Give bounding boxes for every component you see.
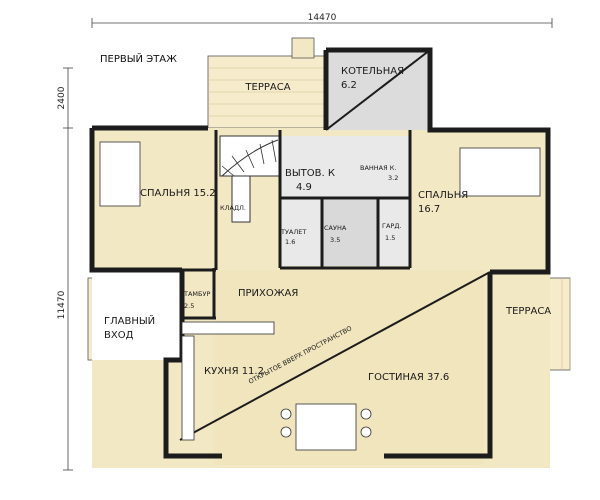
bed-left <box>99 141 141 207</box>
utility-label: ВЫТОВ. К <box>285 168 335 179</box>
sauna-label: САУНА <box>324 224 347 232</box>
dimension-top-label: 14470 <box>308 13 337 23</box>
bedroom-right-area: 16.7 <box>418 204 440 215</box>
boiler-area: 6.2 <box>341 80 357 91</box>
hall-label: ПРИХОЖАЯ <box>238 288 298 299</box>
utility-area: 4.9 <box>296 182 312 193</box>
wardrobe-label: ГАРД. <box>382 222 401 230</box>
dimension-left-upper-label: 2400 <box>57 86 67 109</box>
toilet-area: 1.6 <box>285 238 295 246</box>
interior-walls <box>92 130 412 320</box>
bedroom-left-label: СПАЛЬНЯ 15.2 <box>140 188 216 199</box>
storage-label: КЛАДЛ. <box>220 204 246 212</box>
bedroom-right-label: СПАЛЬНЯ <box>418 190 468 201</box>
plan-title: ПЕРВЫЙ ЭТАЖ <box>100 52 177 65</box>
bath-area: 3.2 <box>388 174 398 182</box>
main-entrance-label-1: ГЛАВНЫЙ <box>104 314 155 327</box>
tambour-area: 2.5 <box>184 302 194 310</box>
dimension-top: 14470 <box>91 13 553 28</box>
sauna-area: 3.5 <box>330 236 340 244</box>
terrace-top-label: ТЕРРАСА <box>244 82 290 93</box>
dimension-left-lower-label: 11470 <box>57 290 67 319</box>
dining-chairs <box>280 408 372 438</box>
living-label: ГОСТИНАЯ 37.6 <box>368 372 449 383</box>
open-space-line <box>179 271 491 441</box>
terrace-right-label: ТЕРРАСА <box>505 306 551 317</box>
wardrobe-area: 1.5 <box>385 234 395 242</box>
sauna-room <box>322 200 378 266</box>
kitchen-label: КУХНЯ 11.2 <box>204 366 264 377</box>
bed-right <box>459 147 541 197</box>
outside-corner <box>92 270 182 360</box>
staircase <box>219 135 281 223</box>
kitchen-counter <box>181 321 275 441</box>
toilet-label: ТУАЛЕТ <box>280 228 306 236</box>
main-entrance-label-2: ВХОД <box>104 330 134 341</box>
bath-label: ВАННАЯ К. <box>360 164 396 172</box>
dining-table <box>295 403 357 451</box>
tambour-label: ТАМБУР <box>183 290 210 298</box>
boiler-label: КОТЕЛЬНАЯ <box>341 66 404 77</box>
chimney <box>291 37 315 59</box>
dimension-left: 2400 11470 <box>57 67 73 471</box>
